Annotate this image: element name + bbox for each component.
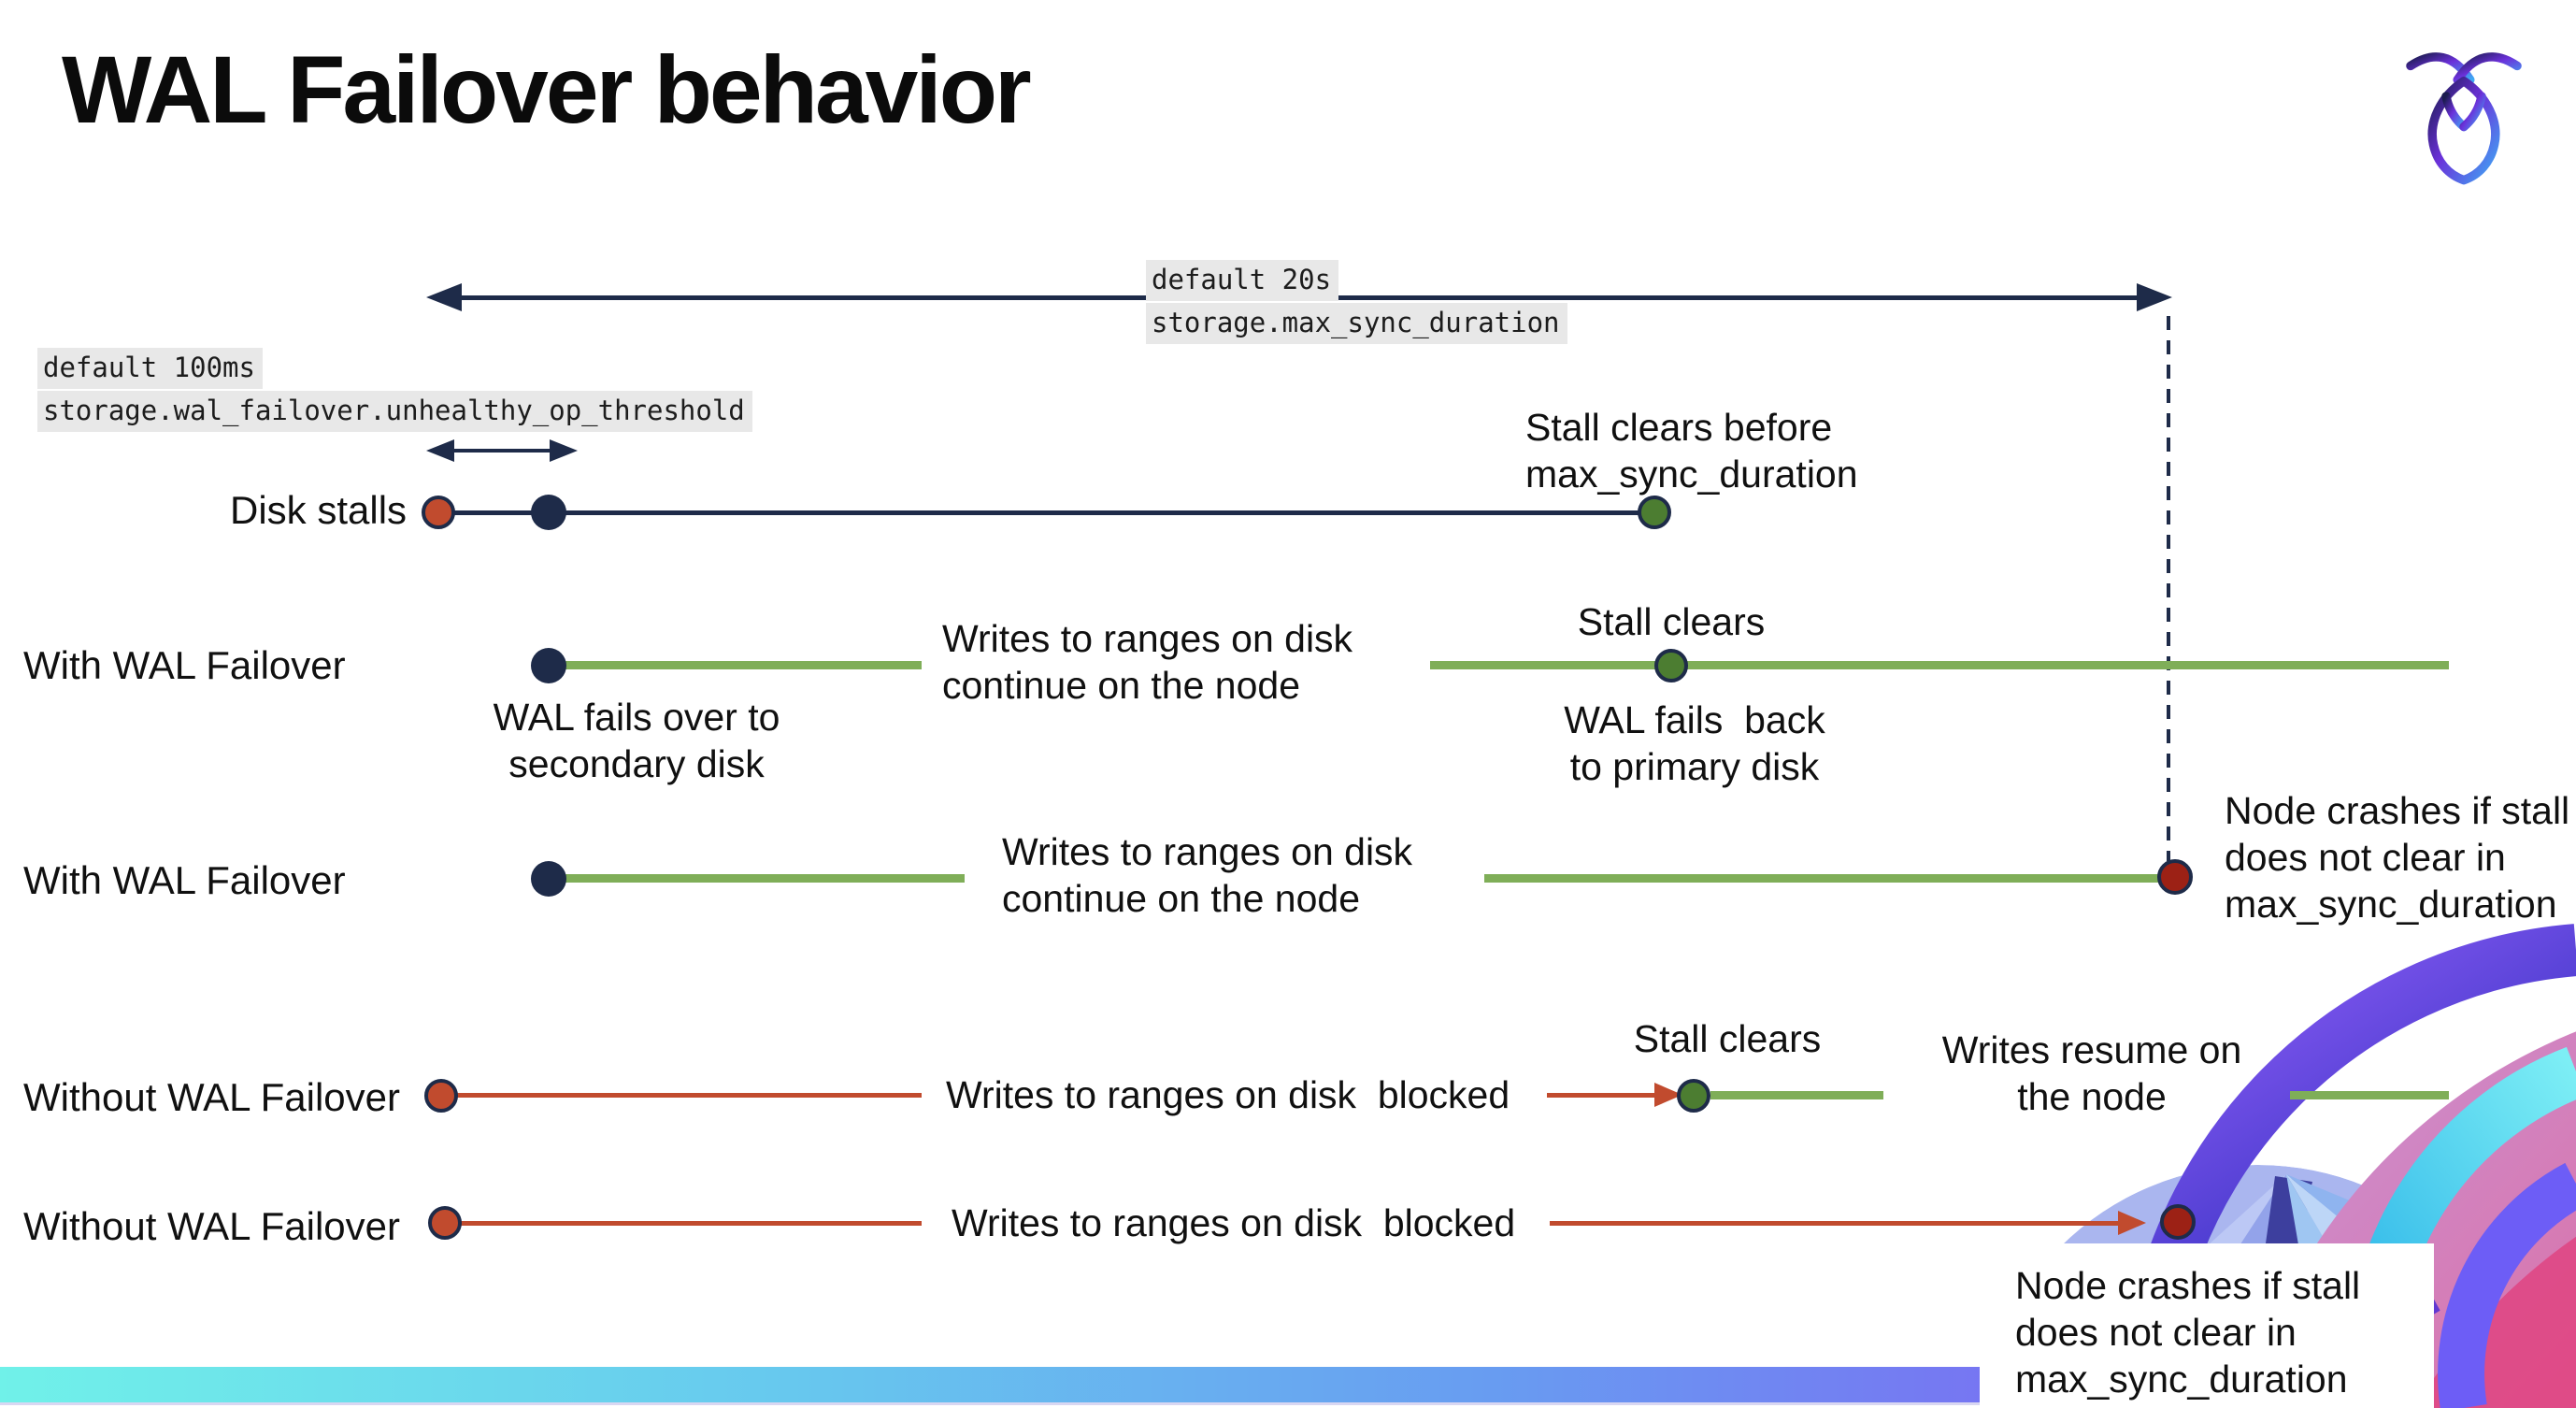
stall-clears-caption-1: Stall clears <box>1577 600 1766 643</box>
disk-stall-timeline <box>438 510 1653 515</box>
blue-leg-shape <box>2438 1162 2576 1408</box>
row-label-without-wal-failover-1: Without WAL Failover <box>23 1075 400 1119</box>
stall-clear-dot <box>1638 496 1671 529</box>
row-label-with-wal-failover-1: With WAL Failover <box>23 643 346 687</box>
threshold-setting-name: storage.wal_failover.unhealthy_op_thresh… <box>37 391 752 432</box>
max-sync-default-value: default 20s <box>1146 260 1339 301</box>
footer-edge-line <box>0 1402 2576 1405</box>
node-crash-dot-2 <box>2160 1204 2196 1240</box>
writes-resume-line-4b <box>2290 1091 2449 1099</box>
stall-clear-dot-1 <box>1654 649 1688 682</box>
failover-dot-2 <box>531 861 566 897</box>
row-label-disk-stalls: Disk stalls <box>230 488 408 532</box>
stall-clear-dot-row4 <box>1677 1079 1710 1113</box>
small-arrowhead-left-icon <box>426 439 454 462</box>
node-crashes-caption-2: Node crashes if stall does not clear in … <box>2015 1264 2361 1401</box>
writes-blocked-caption-1: Writes to ranges on disk blocked <box>946 1073 1510 1116</box>
stall-clears-before-caption: Stall clears before max_sync_duration <box>1525 406 1858 496</box>
unhealthy-op-threshold-setting-label: default 100ms storage.wal_failover.unhea… <box>37 348 752 432</box>
writes-resume-caption: Writes resume on the node <box>1941 1028 2242 1119</box>
cockroachdb-logo-icon <box>2406 52 2522 185</box>
writes-continue-caption-2: Writes to ranges on disk continue on the… <box>1002 830 1413 921</box>
red-arrowhead-icon-2 <box>2118 1211 2146 1235</box>
writes-continue-caption-1: Writes to ranges on disk continue on the… <box>942 617 1353 708</box>
arrowhead-right-icon <box>2137 283 2172 311</box>
writes-continue-line-1b <box>1430 661 2449 669</box>
arrowhead-left-icon <box>426 283 462 311</box>
threshold-default-value: default 100ms <box>37 348 263 389</box>
wal-fails-over-caption: WAL fails over to secondary disk <box>493 696 780 786</box>
writes-blocked-line-4a <box>449 1093 922 1098</box>
row-label-with-wal-failover-2: With WAL Failover <box>23 858 346 902</box>
row-label-without-wal-failover-2: Without WAL Failover <box>23 1204 400 1248</box>
writes-resume-line-4a <box>1710 1091 1883 1099</box>
writes-blocked-caption-2: Writes to ranges on disk blocked <box>952 1201 1516 1244</box>
writes-blocked-line-5a <box>452 1221 922 1226</box>
failover-trigger-dot <box>531 495 566 530</box>
small-arrowhead-right-icon <box>550 439 578 462</box>
max-sync-duration-setting-label: default 20s storage.max_sync_duration <box>1146 260 1567 344</box>
page-title: WAL Failover behavior <box>62 36 1032 143</box>
wal-fails-back-caption: WAL fails back to primary disk <box>1564 698 1825 789</box>
writes-blocked-line-5b <box>1550 1221 2124 1226</box>
threshold-span-line <box>443 449 553 453</box>
node-crashes-caption-1: Node crashes if stall does not clear in … <box>2225 789 2570 927</box>
max-sync-setting-name: storage.max_sync_duration <box>1146 303 1567 344</box>
stall-clears-caption-2: Stall clears <box>1633 1017 1822 1060</box>
failover-dot-1 <box>531 648 566 683</box>
node-crash-dot-1 <box>2157 859 2193 895</box>
writes-blocked-line-4b <box>1547 1093 1668 1098</box>
max-sync-deadline-dashed-line <box>2167 316 2170 861</box>
writes-continue-line-1a <box>555 661 922 669</box>
stall-start-dot-row5 <box>428 1206 462 1240</box>
writes-continue-line-2b <box>1484 874 2167 883</box>
writes-continue-line-2a <box>555 874 965 883</box>
stall-start-dot <box>422 496 455 529</box>
stall-start-dot-row4 <box>424 1079 458 1113</box>
node-crashes-card: Node crashes if stall does not clear in … <box>1980 1243 2434 1408</box>
